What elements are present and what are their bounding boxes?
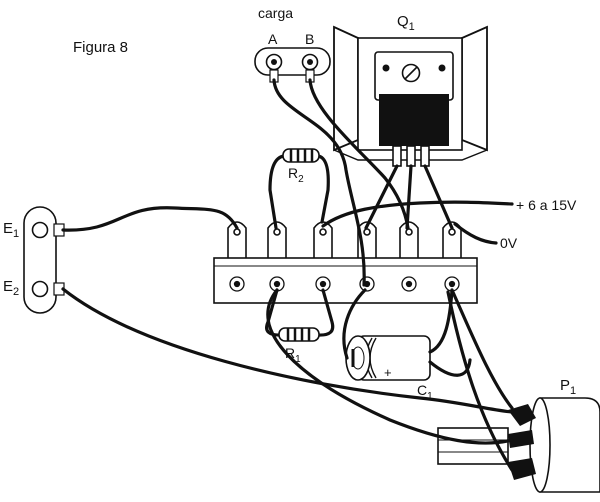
strip-tab-5 (399, 221, 419, 262)
resistor-r1-label: R1 (285, 345, 301, 365)
resistor-r2-label: R2 (288, 165, 304, 185)
heatsink-right-fin (461, 25, 488, 152)
wiring (61, 78, 514, 472)
electrode-holder: E1 E2 (3, 206, 65, 314)
potentiometer-p1: P1 (437, 377, 600, 493)
electrode-e1-label: E1 (3, 220, 19, 240)
electrode-holder-body (23, 206, 57, 314)
electrode-e1-terminal (31, 221, 49, 239)
capacitor-c1: + C1 (345, 335, 433, 402)
resistor-r2: R2 (268, 148, 330, 230)
terminal-strip (213, 221, 478, 304)
electrode-e2-label: E2 (3, 278, 19, 298)
potentiometer-body (539, 397, 600, 493)
load-terminal-a-label: A (268, 31, 278, 47)
capacitor-c1-label: C1 (417, 382, 433, 402)
power-positive-label: + 6 a 15V (516, 197, 577, 213)
resistor-r2-body (282, 148, 320, 163)
resistor-r1-body (278, 327, 320, 342)
load-label: carga (258, 5, 293, 21)
strip-base (213, 257, 478, 304)
figure-title: Figura 8 (73, 39, 128, 56)
strip-tab-2 (267, 221, 287, 262)
potentiometer-p1-label: P1 (560, 377, 576, 397)
transistor-q1: Q1 (333, 13, 488, 167)
strip-tab-3 (313, 221, 333, 262)
capacitor-polarity-mark: + (384, 365, 392, 380)
power-ground-label: 0V (500, 235, 518, 251)
strip-tab-1 (227, 221, 247, 262)
load-connector: carga A B (254, 5, 331, 83)
load-terminal-b-label: B (305, 31, 314, 47)
resistor-r1: R1 (265, 288, 335, 365)
electrode-e2-terminal (31, 280, 49, 298)
transistor-body (379, 94, 449, 146)
heatsink-left-fin (333, 25, 359, 152)
svg-text:Q1: Q1 (397, 13, 415, 33)
